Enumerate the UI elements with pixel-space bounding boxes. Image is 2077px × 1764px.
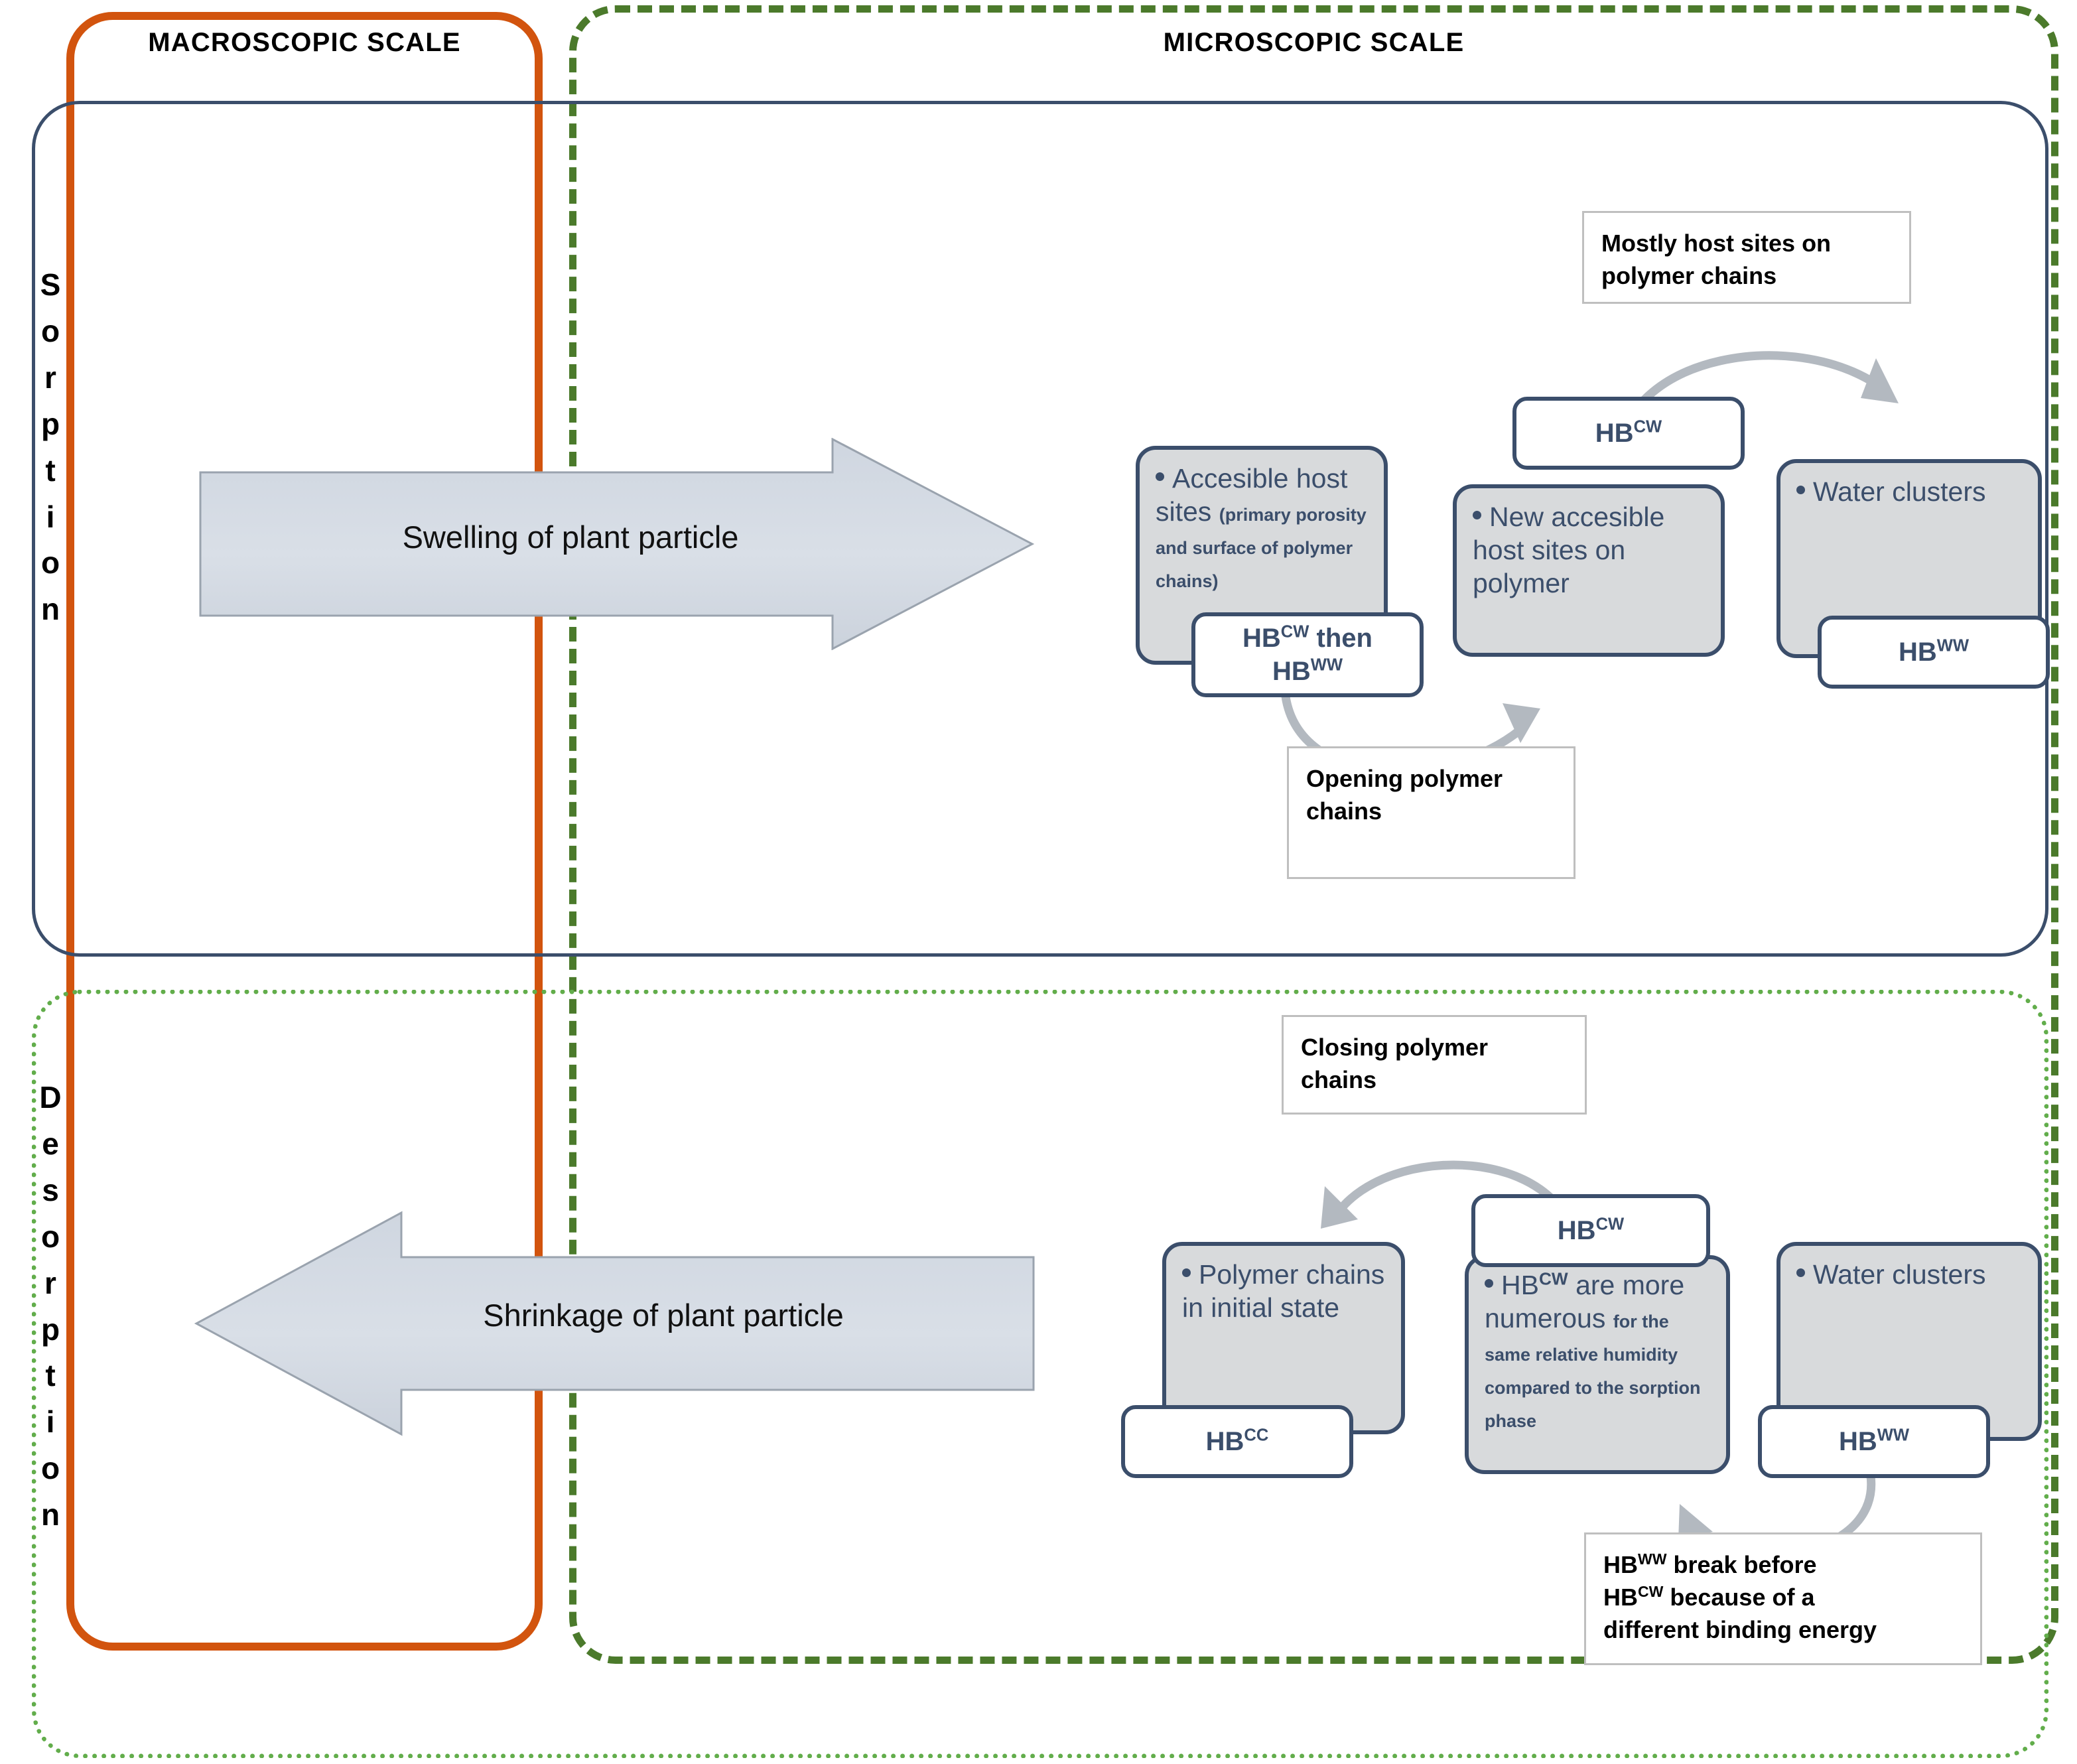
- bullet-icon: [1485, 1278, 1493, 1288]
- swelling-arrow-label: Swelling of plant particle: [402, 519, 739, 555]
- sorption-box-new-host-sites: New accesible host sites on polymer: [1453, 484, 1725, 657]
- hb-label-cc-desorption: HBCC: [1121, 1405, 1353, 1478]
- bullet-icon: [1796, 1268, 1805, 1277]
- shrinkage-block-arrow: Shrinkage of plant particle: [192, 1211, 1035, 1436]
- hb-label-cw-desorption-middle: HBCW: [1471, 1194, 1710, 1267]
- swelling-block-arrow: Swelling of plant particle: [199, 438, 1035, 650]
- sorption-panel: [32, 101, 2048, 957]
- desorption-box-hbcw-more-numerous: HBCW are more numerous for the same rela…: [1465, 1255, 1730, 1474]
- desorption-panel: [32, 990, 2048, 1758]
- hb-label-cw-sorption-middle: HBCW: [1512, 397, 1745, 470]
- microscopic-scale-title: MICROSCOPIC SCALE: [1163, 28, 1465, 57]
- caption-closing-polymer-chains: Closing polymer chains: [1282, 1015, 1587, 1115]
- bullet-icon: [1156, 472, 1164, 481]
- caption-opening-polymer-chains: Opening polymer chains: [1287, 746, 1575, 879]
- bullet-icon: [1473, 510, 1481, 519]
- caption-mostly-host-sites: Mostly host sites on polymer chains: [1582, 211, 1911, 304]
- bullet-icon: [1796, 485, 1805, 494]
- hb-label-ww-sorption: HBWW: [1818, 616, 2050, 689]
- hb-label-ww-desorption: HBWW: [1758, 1405, 1990, 1478]
- bullet-icon: [1182, 1268, 1191, 1277]
- shrinkage-arrow-label: Shrinkage of plant particle: [483, 1298, 844, 1333]
- macroscopic-scale-title: MACROSCOPIC SCALE: [148, 28, 461, 57]
